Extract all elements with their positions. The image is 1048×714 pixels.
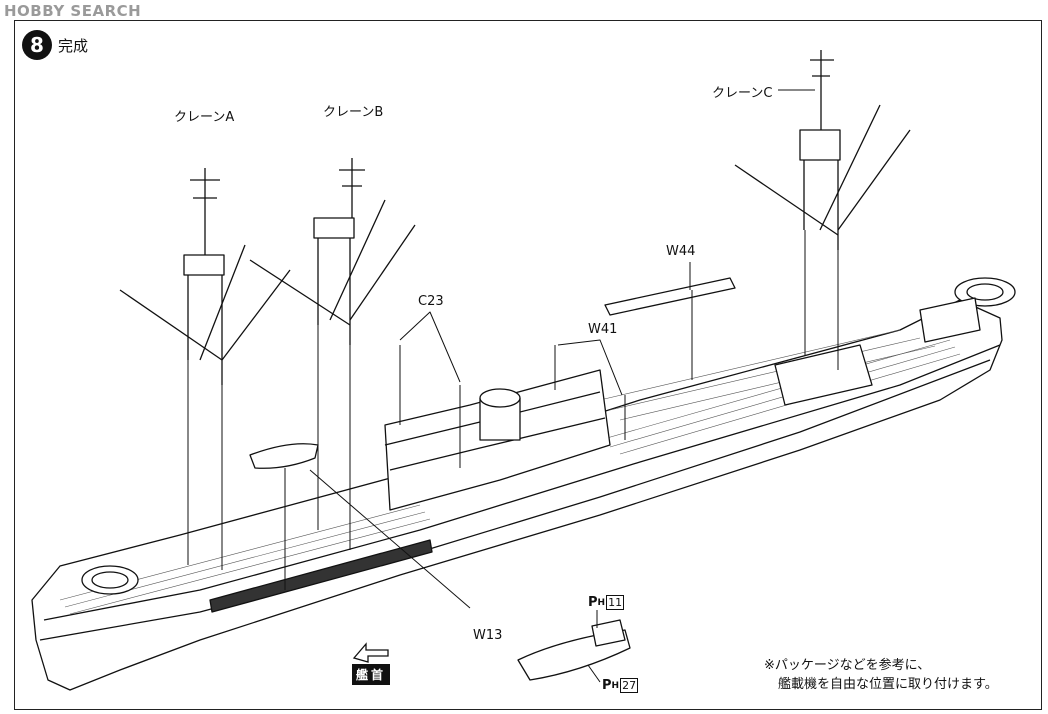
funnel [479,398,521,441]
part-ph11-number: 11 [606,595,625,610]
part-ph27-letter: P [602,678,612,693]
part-ph11-sub: H [597,597,606,608]
label-crane-b: クレーンB [323,105,384,120]
bow-label: 艦首 [352,664,391,685]
note-line-2: 艦載機を自由な位置に取り付けます。 [778,677,998,692]
part-ph27-number: 27 [620,678,639,693]
aircraft-cabin [591,619,626,647]
lifeboat [249,443,319,469]
w13-deck-strip [209,539,433,613]
stern-house [919,297,981,343]
crane-b [249,158,416,345]
crane-c [734,50,911,250]
label-w41: W41 [588,322,618,337]
assembly-leaders [187,89,839,683]
bow-direction-arrow-icon [352,642,389,663]
w44-beam [604,277,736,316]
part-ph27-sub: H [611,680,620,691]
label-crane-c: クレーンC [712,86,773,101]
bow-capstan [81,565,139,595]
label-crane-a: クレーンA [174,110,235,125]
waterline [39,359,991,641]
diagram-frame [14,20,1042,710]
sheer-line [43,344,1001,621]
step-number: 8 [22,30,52,60]
step-title: 完成 [58,36,89,55]
aft-deckhouse [774,344,873,406]
note: ※パッケージなどを参考に、 艦載機を自由な位置に取り付けます。 [764,656,998,694]
part-ph11-letter: P [588,595,598,610]
step-header: 8 完成 [22,30,88,60]
note-line-1: ※パッケージなどを参考に、 [764,658,931,673]
crane-a [119,168,291,385]
label-w44: W44 [666,244,696,259]
label-w13: W13 [473,628,503,643]
watermark: HOBBY SEARCH [4,2,142,20]
label-c23: C23 [418,294,444,309]
